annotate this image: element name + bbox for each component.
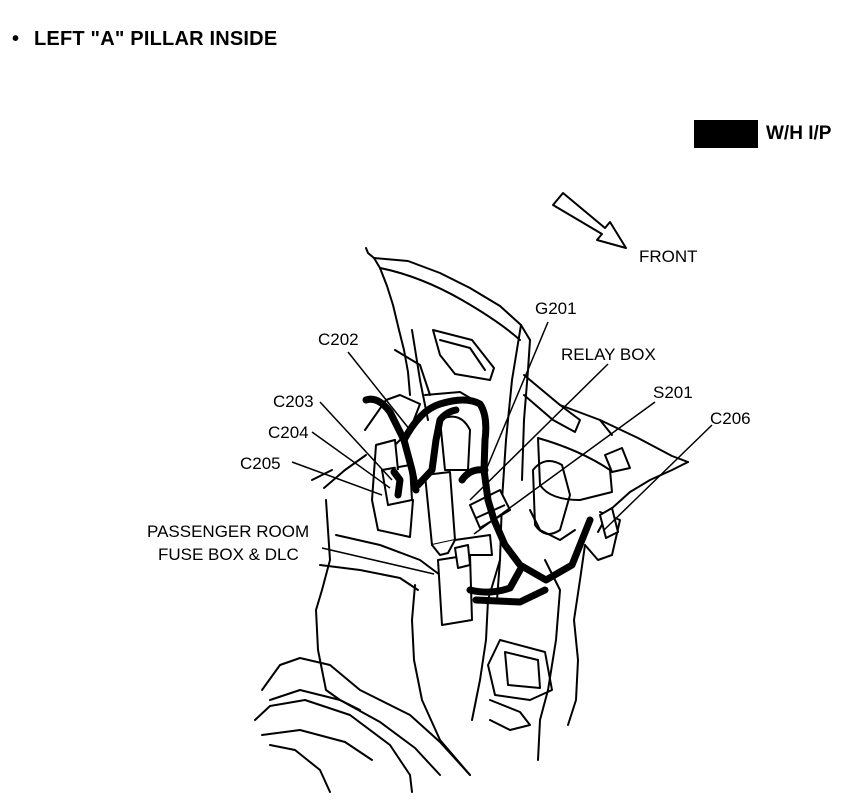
legend-swatch: [694, 120, 758, 148]
title-text: LEFT "A" PILLAR INSIDE: [34, 28, 278, 50]
diagram-title: • LEFT "A" PILLAR INSIDE: [12, 28, 277, 51]
wire-harness: [362, 395, 594, 606]
label-fuse-box-dlc: FUSE BOX & DLC: [158, 545, 299, 564]
label-g201: G201: [535, 299, 577, 318]
label-c203: C203: [273, 392, 314, 411]
front-arrow: [552, 192, 627, 249]
label-s201: S201: [653, 383, 693, 402]
label-c202: C202: [318, 330, 359, 349]
label-passenger-room: PASSENGER ROOM: [147, 522, 309, 541]
label-c205: C205: [240, 454, 281, 473]
label-relay-box: RELAY BOX: [561, 345, 656, 364]
leader-lines: [291, 321, 713, 575]
legend-label: W/H I/P: [766, 123, 832, 144]
title-bullet: •: [12, 28, 20, 50]
harness-legend: W/H I/P: [694, 120, 831, 148]
label-c206: C206: [710, 409, 751, 428]
label-front: FRONT: [639, 247, 698, 266]
label-c204: C204: [268, 423, 309, 442]
